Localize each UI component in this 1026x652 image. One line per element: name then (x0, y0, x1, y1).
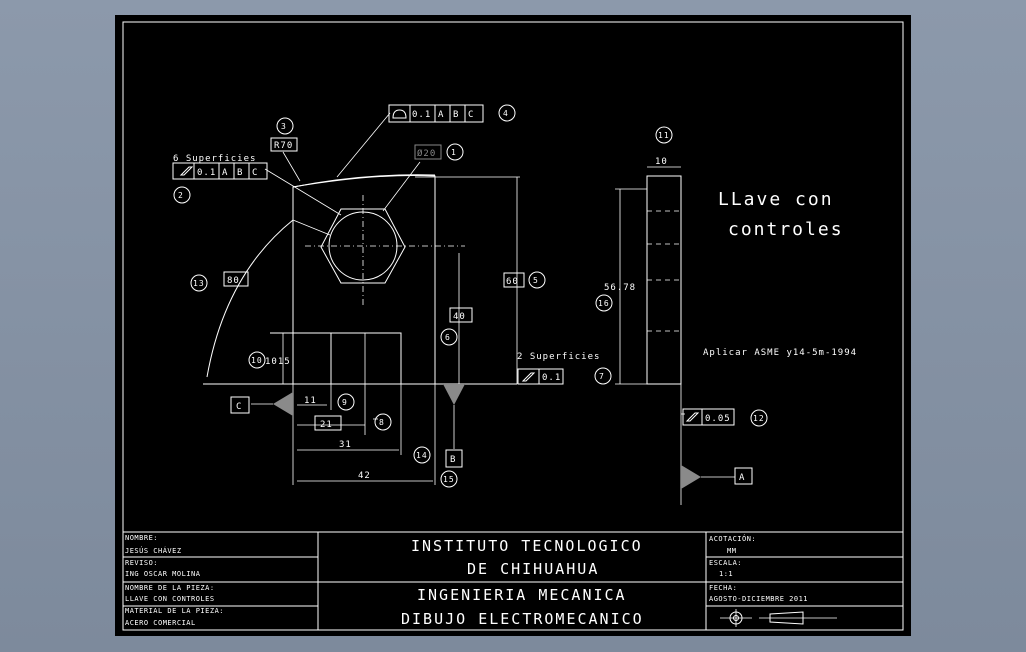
svg-text:C: C (236, 402, 242, 412)
profile-surface-icon (392, 109, 407, 119)
svg-text:1015: 1015 (265, 357, 291, 367)
svg-text:NOMBRE:: NOMBRE: (125, 534, 158, 542)
svg-text:INSTITUTO TECNOLOGICO: INSTITUTO TECNOLOGICO (411, 537, 643, 555)
svg-text:15: 15 (443, 475, 455, 484)
svg-text:56.78: 56.78 (604, 283, 636, 293)
svg-text:80: 80 (227, 276, 240, 286)
parallelogram-icon (685, 412, 700, 422)
drawing-title-line1: LLave con (718, 189, 834, 210)
svg-text:4: 4 (503, 109, 509, 118)
parallelogram-icon (179, 166, 194, 176)
svg-text:60: 60 (506, 277, 519, 287)
svg-text:B: B (450, 455, 456, 465)
svg-text:14: 14 (416, 451, 428, 460)
svg-text:10: 10 (655, 157, 668, 167)
projection-symbol (720, 609, 837, 627)
svg-text:2: 2 (178, 191, 184, 200)
svg-text:C: C (252, 168, 258, 178)
svg-text:42: 42 (358, 471, 371, 481)
svg-text:9: 9 (342, 398, 348, 407)
sheet-border (122, 21, 904, 631)
parallelogram-icon (521, 372, 536, 382)
datum-labels: C B A (230, 396, 753, 485)
svg-text:5: 5 (533, 276, 539, 285)
svg-text:16: 16 (598, 299, 610, 308)
fcf-left: 6 Superficies 0.1 A B C (172, 154, 268, 180)
balloons: 1 2 3 4 5 6 7 8 9 10 11 12 13 14 15 16 (173, 104, 768, 488)
front-dimensions (251, 176, 520, 485)
fcf-right: 0.05 (682, 408, 735, 426)
drawing-sheet: 0.1 A B C 6 Superficies 0.1 A B C 2 Supe… (115, 15, 911, 636)
svg-text:31: 31 (339, 440, 352, 450)
svg-text:B: B (453, 110, 459, 120)
svg-text:0.05: 0.05 (705, 414, 731, 424)
drawing-title-line2: controles (728, 219, 844, 240)
svg-text:1: 1 (451, 148, 457, 157)
svg-text:A: A (222, 168, 228, 178)
svg-text:0.1: 0.1 (197, 168, 216, 178)
standard-note: Aplicar ASME y14-5m-1994 (703, 348, 857, 358)
dimension-labels: R70 Ø20 80 60 40 1015 11 21 31 42 10 56.… (223, 137, 668, 481)
svg-text:11: 11 (658, 131, 670, 140)
svg-text:MM: MM (727, 547, 736, 555)
fcf-mid: 2 Superficies 0.1 (517, 352, 600, 385)
side-view (615, 166, 735, 505)
svg-text:A: A (739, 473, 745, 483)
title-block: NOMBRE: JESÚS CHÁVEZ REVISO: ING OSCAR M… (123, 531, 903, 630)
svg-text:Ø20: Ø20 (417, 148, 436, 159)
svg-text:FECHA:: FECHA: (709, 584, 737, 592)
svg-text:REVISO:: REVISO: (125, 559, 158, 567)
svg-text:1:1: 1:1 (719, 570, 733, 578)
svg-text:12: 12 (753, 414, 765, 423)
svg-text:21: 21 (320, 420, 333, 430)
svg-text:13: 13 (193, 279, 205, 288)
svg-text:C: C (468, 110, 474, 120)
svg-text:LLAVE CON CONTROLES: LLAVE CON CONTROLES (125, 595, 215, 603)
svg-text:DE CHIHUAHUA: DE CHIHUAHUA (467, 560, 599, 578)
svg-text:8: 8 (379, 418, 385, 427)
svg-text:ING OSCAR MOLINA: ING OSCAR MOLINA (125, 570, 201, 578)
svg-text:DIBUJO ELECTROMECANICO: DIBUJO ELECTROMECANICO (401, 610, 644, 628)
svg-text:ACOTACIÓN:: ACOTACIÓN: (709, 534, 756, 543)
svg-text:11: 11 (304, 396, 317, 406)
fcf-top: 0.1 A B C (388, 104, 484, 123)
svg-text:7: 7 (599, 372, 605, 381)
svg-text:ESCALA:: ESCALA: (709, 559, 742, 567)
svg-text:6: 6 (445, 333, 451, 342)
svg-text:3: 3 (281, 122, 287, 131)
svg-text:0.1: 0.1 (542, 373, 561, 383)
svg-text:40: 40 (453, 312, 466, 322)
svg-text:AGOSTO-DICIEMBRE 2011: AGOSTO-DICIEMBRE 2011 (709, 595, 808, 603)
svg-text:A: A (438, 110, 444, 120)
svg-text:0.1: 0.1 (412, 110, 431, 120)
svg-text:JESÚS CHÁVEZ: JESÚS CHÁVEZ (125, 546, 182, 555)
svg-text:ACERO COMERCIAL: ACERO COMERCIAL (125, 619, 196, 627)
svg-text:10: 10 (251, 356, 263, 365)
svg-text:INGENIERIA MECANICA: INGENIERIA MECANICA (417, 586, 627, 604)
drawing-canvas: 0.1 A B C 6 Superficies 0.1 A B C 2 Supe… (122, 21, 904, 631)
svg-text:B: B (237, 168, 243, 178)
svg-text:6 Superficies: 6 Superficies (173, 154, 256, 164)
svg-text:NOMBRE DE LA PIEZA:: NOMBRE DE LA PIEZA: (125, 584, 215, 592)
svg-text:MATERIAL DE LA PIEZA:: MATERIAL DE LA PIEZA: (125, 607, 224, 615)
svg-text:2 Superficies: 2 Superficies (517, 352, 600, 362)
svg-text:R70: R70 (274, 141, 293, 151)
